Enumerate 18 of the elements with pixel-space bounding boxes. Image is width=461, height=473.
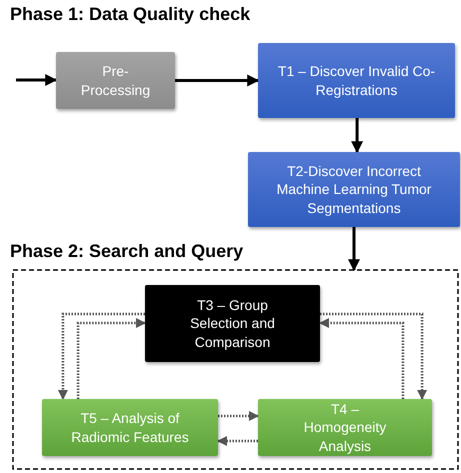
dotted-arrow <box>218 410 259 421</box>
dotted-arrow <box>76 318 146 399</box>
group-heading: Phase 2: Search and Query <box>10 240 244 263</box>
arrow <box>351 118 364 154</box>
process-box: T1 – Discover Invalid Co-Registrations <box>258 43 455 118</box>
arrow <box>16 74 58 86</box>
process-box: T4 – Homogeneity Analysis <box>258 399 432 456</box>
process-box: T5 – Analysis of Radiomic Features <box>42 399 218 456</box>
diagram-title: Phase 1: Data Quality check <box>10 4 250 25</box>
arrow <box>175 74 260 86</box>
process-box: T3 – Group Selection and Comparison <box>145 285 320 362</box>
process-box: T2-Discover Incorrect Machine Learning Tumor Segmentations <box>248 152 460 227</box>
dotted-arrow <box>320 312 428 400</box>
process-box: Pre-Processing <box>56 52 175 109</box>
dotted-arrow <box>217 436 258 446</box>
dotted-arrow <box>58 312 145 400</box>
arrow <box>348 227 360 272</box>
dotted-arrow <box>319 318 404 399</box>
